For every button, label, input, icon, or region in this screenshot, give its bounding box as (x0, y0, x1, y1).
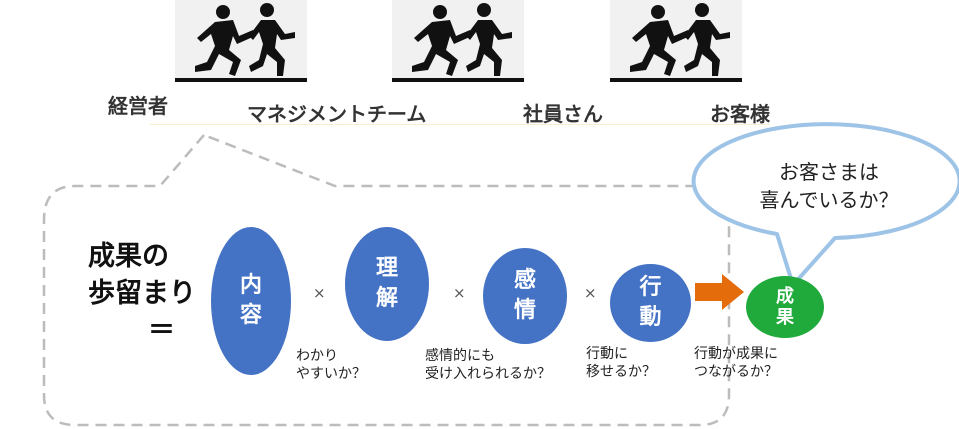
headline-line-1: 成果の (88, 241, 169, 272)
factor-understanding-char-2: 解 (375, 286, 398, 311)
runner-icon (610, 3, 742, 82)
times-sign-1: × (313, 284, 326, 302)
arrow-icon (695, 274, 744, 310)
factor-emotion-char-2: 情 (513, 298, 536, 323)
note-action-line-1: 行動が成果に (694, 346, 778, 362)
note-content-line-1: わかり (296, 348, 338, 364)
bubble-line-2: 喜んでいるか？ (759, 188, 899, 212)
runner-icon (175, 3, 307, 82)
factor-emotion-char-1: 感 (513, 268, 536, 293)
runner-image-3 (610, 0, 742, 82)
result-oval: 成果 (746, 276, 824, 338)
role-management-team: マネジメントチーム (247, 102, 427, 126)
headline-line-2: 歩留まり (88, 278, 196, 309)
result-char-1: 成 (776, 286, 794, 307)
factor-action-char-2: 動 (639, 305, 662, 330)
runner-icon (392, 3, 524, 82)
times-sign-3: × (584, 284, 597, 302)
runner-image-2 (392, 0, 524, 82)
role-customers: お客様 (710, 102, 770, 126)
factor-action: 行動 (610, 264, 691, 342)
factor-content-char-2: 容 (239, 303, 262, 328)
headline: 成果の 歩留まり ＝ (88, 238, 196, 349)
speech-bubble (691, 122, 959, 287)
note-understanding-line-1: 感情的にも (425, 348, 495, 364)
note-understanding: 感情的にも 受け入れられるか？ (425, 347, 551, 383)
headline-equals: ＝ (148, 315, 175, 346)
role-employees: 社員さん (523, 102, 603, 126)
note-emotion-line-1: 行動に (586, 346, 628, 362)
note-content: わかり やすいか？ (296, 347, 366, 383)
bubble-line-1: お客さまは (779, 160, 879, 184)
times-sign-2: × (453, 284, 466, 302)
role-executive: 経営者 (108, 94, 168, 118)
result-char-2: 果 (776, 307, 794, 328)
divider-line (150, 124, 770, 125)
note-emotion-line-2: 移せるか？ (586, 364, 656, 380)
runner-image-1 (175, 0, 307, 82)
note-action: 行動が成果に つながるか？ (694, 345, 778, 381)
factor-emotion: 感情 (483, 248, 567, 344)
note-emotion: 行動に 移せるか？ (586, 345, 656, 381)
bubble-text: お客さまは 喜んでいるか？ (742, 158, 916, 214)
factor-action-char-1: 行 (639, 275, 662, 300)
note-understanding-line-2: 受け入れられるか？ (425, 366, 551, 382)
factor-understanding: 理解 (345, 227, 429, 341)
factor-content: 内容 (211, 227, 291, 375)
factor-understanding-char-1: 理 (375, 256, 398, 281)
factor-content-char-1: 内 (239, 273, 262, 298)
note-content-line-2: やすいか？ (296, 366, 366, 382)
note-action-line-2: つながるか？ (694, 364, 778, 380)
